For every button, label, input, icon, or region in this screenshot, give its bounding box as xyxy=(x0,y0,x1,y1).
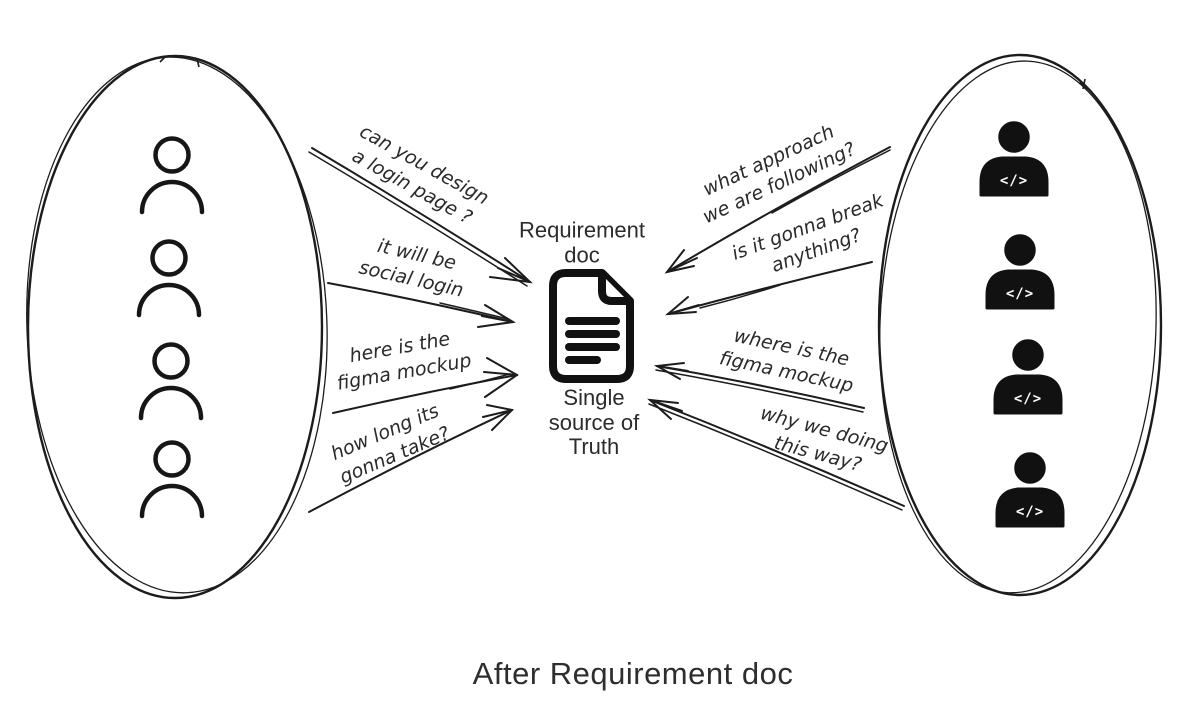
user-icon xyxy=(139,136,205,215)
left-group-ellipse xyxy=(26,54,328,600)
message-arrow-right-1 xyxy=(664,146,891,274)
document-subtitle: Single source of Truth xyxy=(548,385,640,460)
message-arrow-left-3 xyxy=(332,357,519,414)
message-arrow-left-4 xyxy=(308,404,515,513)
developer-icon: </> xyxy=(993,336,1063,415)
code-glyph: </> xyxy=(1014,391,1042,407)
developer-icon: </> xyxy=(995,449,1065,528)
right-group-ellipse xyxy=(877,53,1163,597)
code-glyph: </> xyxy=(1006,286,1034,302)
message-arrow-right-3 xyxy=(653,362,865,413)
message-arrow-right-4 xyxy=(647,398,905,511)
user-icon xyxy=(136,239,202,318)
code-glyph: </> xyxy=(1000,173,1028,189)
user-icon xyxy=(138,342,204,421)
diagram-caption: After Requirement doc xyxy=(472,656,794,691)
message-arrow-left-1 xyxy=(308,147,533,287)
message-arrow-left-2 xyxy=(327,282,516,328)
document-title: Requirement doc xyxy=(519,217,645,267)
sketch-seam xyxy=(159,55,200,68)
document-icon xyxy=(549,269,634,383)
sketch-seam xyxy=(1079,78,1088,91)
code-glyph: </> xyxy=(1016,504,1044,520)
developer-icon: </> xyxy=(985,231,1055,310)
message-arrow-right-2 xyxy=(665,261,873,316)
developer-icon: </> xyxy=(979,118,1049,197)
user-icon xyxy=(139,440,205,519)
